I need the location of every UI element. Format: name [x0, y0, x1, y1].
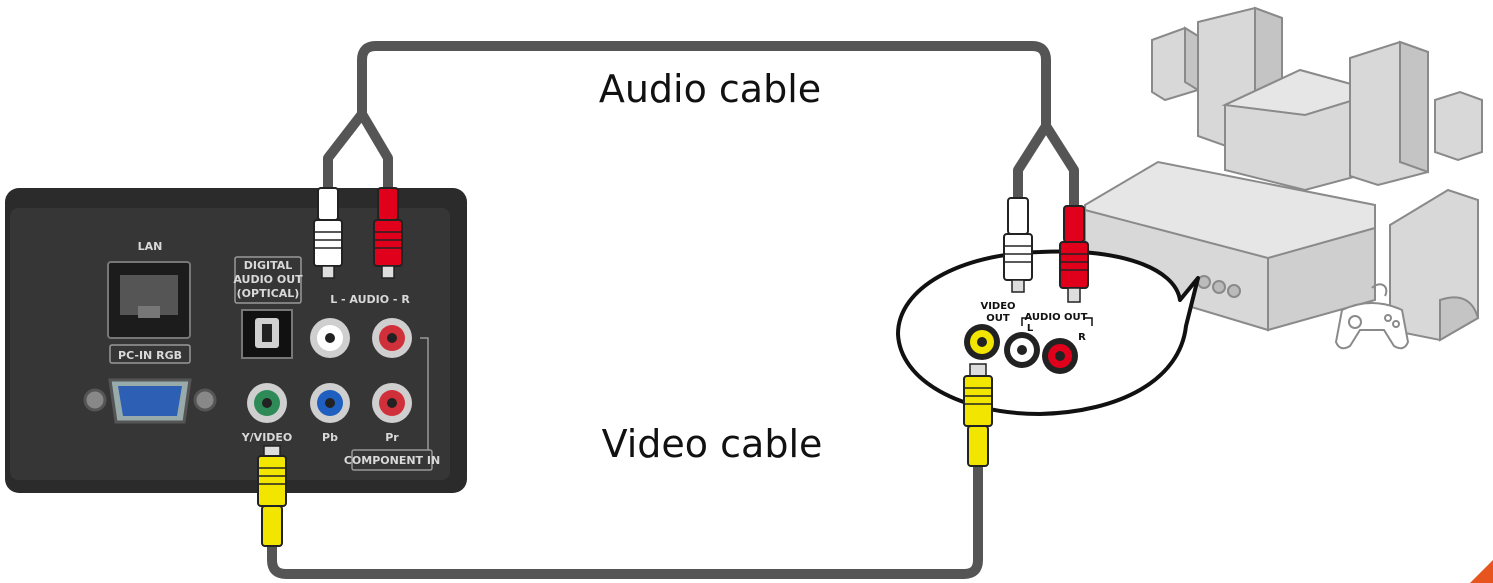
- home-theater-speakers: [1151, 6, 1483, 192]
- lan-port: [107, 261, 191, 339]
- audio-cable-label: Audio cable: [599, 67, 821, 111]
- corner-accent: [1470, 560, 1493, 583]
- video-cable-label: Video cable: [602, 422, 823, 466]
- pc-in-label: PC-IN RGB: [118, 349, 182, 362]
- vga-port: [83, 378, 217, 424]
- pr-jack: [372, 383, 412, 423]
- audio-out-l-label: L: [1027, 323, 1034, 334]
- yellow-video-plug-tv: [257, 445, 287, 547]
- video-out-jack: [964, 324, 1000, 360]
- audio-r-jack: [372, 318, 412, 358]
- digital-label-line3: (OPTICAL): [237, 287, 300, 300]
- lan-label: LAN: [138, 240, 163, 253]
- component-in-label: COMPONENT IN: [344, 454, 440, 467]
- device-jack-callout: VIDEO OUT AUDIO OUT L R: [896, 249, 1200, 416]
- audio-out-r-jack: [1042, 338, 1078, 374]
- audio-l-jack: [310, 318, 350, 358]
- audio-cable: [323, 41, 1079, 217]
- white-audio-plug-device: [1003, 197, 1033, 293]
- red-audio-plug: [373, 187, 403, 279]
- y-video-jack: [247, 383, 287, 423]
- video-out-label-line1: VIDEO: [980, 301, 1015, 312]
- tower-speaker: [1389, 188, 1480, 342]
- red-audio-plug-device: [1059, 205, 1089, 303]
- audio-lr-label: L - AUDIO - R: [330, 293, 410, 306]
- tv-back-panel: LAN PC-IN RGB DIGITAL AUDIO OUT (OPTICAL…: [5, 188, 467, 493]
- video-out-label-line2: OUT: [986, 313, 1010, 324]
- audio-out-l-jack: [1004, 332, 1040, 368]
- pb-jack: [310, 383, 350, 423]
- gamepad-icon: [1334, 283, 1410, 350]
- digital-label-line1: DIGITAL: [244, 259, 293, 272]
- video-cable: [267, 455, 983, 579]
- optical-port: [241, 309, 293, 359]
- pb-label: Pb: [322, 431, 338, 444]
- audio-out-r-label: R: [1078, 332, 1086, 343]
- y-video-label: Y/VIDEO: [241, 431, 293, 444]
- white-audio-plug: [313, 187, 343, 279]
- pr-label: Pr: [385, 431, 399, 444]
- audio-out-label: AUDIO OUT: [1025, 312, 1088, 323]
- yellow-video-plug-device: [963, 363, 993, 467]
- digital-label-line2: AUDIO OUT: [233, 273, 303, 286]
